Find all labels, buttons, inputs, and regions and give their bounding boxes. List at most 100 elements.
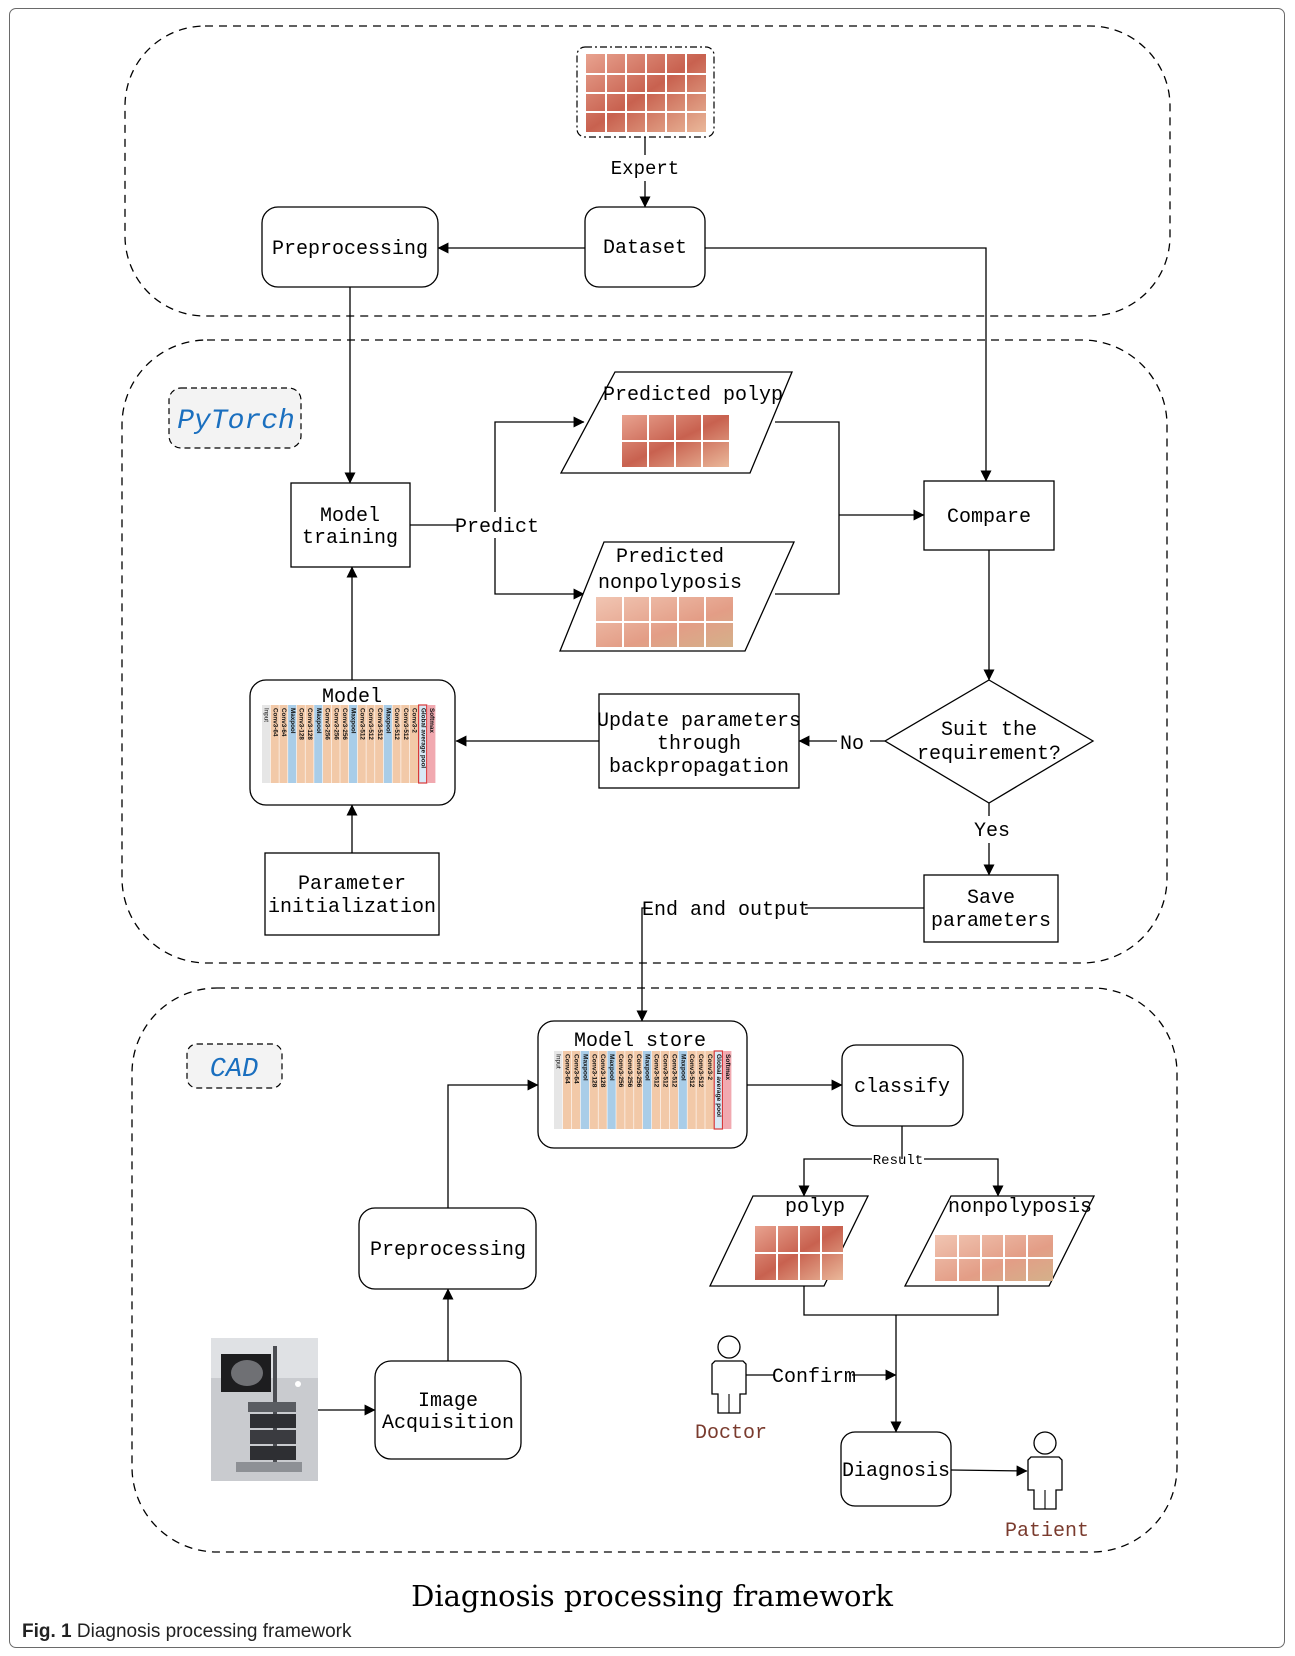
network-layer-label: Conv3-512 xyxy=(393,708,400,740)
network-layer-bar xyxy=(366,705,375,783)
diagnosis-node: Diagnosis xyxy=(840,1431,952,1507)
network-layer-label: Maxpool xyxy=(581,1054,588,1081)
network-layer-label: Conv3-256 xyxy=(617,1054,624,1088)
network-layer-label: Conv3-256 xyxy=(626,1054,633,1088)
endoscope-equipment-photo xyxy=(211,1338,318,1481)
compare-node: Compare xyxy=(923,480,1055,551)
network-layer-bar xyxy=(375,705,384,783)
predicted-polyp-node: Predicted polyp xyxy=(559,371,793,474)
update-line1: Update parameters xyxy=(597,710,801,733)
network-layer-bar xyxy=(625,1051,634,1129)
network-layer-bar xyxy=(409,705,418,783)
network-layer-bar xyxy=(687,1051,696,1129)
network-layer-bar xyxy=(383,705,392,783)
network-layer-label: Conv3-512 xyxy=(402,708,409,740)
dataset-label: Dataset xyxy=(603,237,687,260)
network-layer-bar xyxy=(427,705,436,783)
network-layer-label: Maxpool xyxy=(384,708,391,734)
network-layer-bar xyxy=(589,1051,598,1129)
image-acquisition-line1: Image xyxy=(418,1390,478,1413)
network-layer-bar xyxy=(296,705,305,783)
dataset-node: Dataset xyxy=(584,206,706,288)
network-layer-label: Input xyxy=(263,708,270,722)
network-layer-label: Maxpool xyxy=(315,708,322,734)
network-layer-label: Maxpool xyxy=(608,1054,615,1081)
cad-preprocessing-label: Preprocessing xyxy=(370,1239,526,1262)
decision-node: Suit the requirement? xyxy=(883,679,1095,804)
figure-caption: Fig. 1 Diagnosis processing framework xyxy=(22,1621,351,1643)
update-line2: through xyxy=(657,733,741,756)
param-init-line2: initialization xyxy=(268,896,436,919)
network-layer-bar xyxy=(340,705,349,783)
network-layer-bar xyxy=(357,705,366,783)
nonpolyposis-result-images xyxy=(935,1235,1053,1281)
update-line3: backpropagation xyxy=(609,756,789,779)
predicted-nonpolyposis-line1: Predicted xyxy=(616,546,724,569)
yes-label: Yes xyxy=(974,820,1010,843)
cad-tag: CAD xyxy=(186,1043,283,1089)
network-layer-label: Global average pool xyxy=(419,708,426,768)
network-layer-label: Global average pool xyxy=(715,1054,722,1117)
cad-tag-label: CAD xyxy=(210,1055,259,1085)
save-line1: Save xyxy=(967,887,1015,910)
network-layer-label: Maxpool xyxy=(350,708,357,734)
network-layer-label: Conv3-2 xyxy=(706,1054,713,1080)
patient-icon xyxy=(1027,1431,1063,1510)
network-layer-bar xyxy=(678,1051,687,1129)
predicted-nonpolyposis-line2: nonpolyposis xyxy=(598,572,742,595)
nonpolyposis-result-node: nonpolyposis xyxy=(903,1195,1096,1287)
expert-label: Expert xyxy=(611,158,679,180)
result-label: Result xyxy=(873,1153,923,1169)
diagnosis-label: Diagnosis xyxy=(842,1460,950,1483)
network-layer-bar xyxy=(270,705,279,783)
network-layer-bar xyxy=(305,705,314,783)
network-layer-label: Conv3-64 xyxy=(564,1054,571,1084)
network-layer-bar xyxy=(713,1050,724,1130)
network-layer-label: Conv3-512 xyxy=(367,708,374,740)
network-layer-bar xyxy=(607,1051,616,1129)
update-parameters-node: Update parameters through backpropagatio… xyxy=(597,693,801,789)
nonpolyposis-label: nonpolyposis xyxy=(948,1196,1092,1219)
figure-frame xyxy=(9,8,1285,1648)
network-layer-label: Conv3-256 xyxy=(332,708,339,740)
network-layer-bar xyxy=(331,705,340,783)
network-layer-label: Softmax xyxy=(428,708,435,733)
network-layer-label: Conv3-128 xyxy=(599,1054,606,1088)
decision-line1: Suit the xyxy=(941,719,1037,742)
network-layer-bar xyxy=(696,1051,705,1129)
network-layer-bar xyxy=(634,1051,643,1129)
model-training-line2: training xyxy=(302,527,398,550)
doctor-icon xyxy=(711,1335,747,1414)
network-layer-label: Maxpool xyxy=(644,1054,651,1081)
save-parameters-node: Save parameters xyxy=(923,874,1059,943)
cad-group xyxy=(131,987,1178,1553)
network-layer-label: Conv3-256 xyxy=(324,708,331,740)
network-layer-bar xyxy=(660,1051,670,1129)
classify-node: classify xyxy=(841,1044,964,1127)
polyp-result-images xyxy=(755,1226,843,1280)
predicted-polyp-label: Predicted polyp xyxy=(603,384,783,407)
network-layer-label: Softmax xyxy=(724,1054,731,1080)
caption-label: Fig. 1 xyxy=(22,1621,72,1642)
predict-label: Predict xyxy=(455,516,539,539)
model-store-label: Model store xyxy=(574,1030,706,1053)
network-layer-bar xyxy=(554,1051,563,1129)
network-layer-label: Conv3-512 xyxy=(358,708,365,740)
image-acquisition-node: Image Acquisition xyxy=(374,1360,522,1460)
model-training-node: Model training xyxy=(290,482,411,568)
network-layer-label: Maxpool xyxy=(289,708,296,734)
network-layer-bar xyxy=(279,705,288,783)
end-output-label: End and output xyxy=(642,899,810,922)
predicted-nonpolyposis-images xyxy=(596,597,733,647)
classify-label: classify xyxy=(854,1076,950,1099)
network-layer-bar xyxy=(349,705,358,783)
preprocessing-label: Preprocessing xyxy=(272,238,428,261)
image-acquisition-line2: Acquisition xyxy=(382,1412,514,1435)
network-layer-label: Conv3-64 xyxy=(271,708,278,737)
caption-text: Diagnosis processing framework xyxy=(76,1621,352,1642)
pytorch-tag: PyTorch xyxy=(168,387,302,449)
